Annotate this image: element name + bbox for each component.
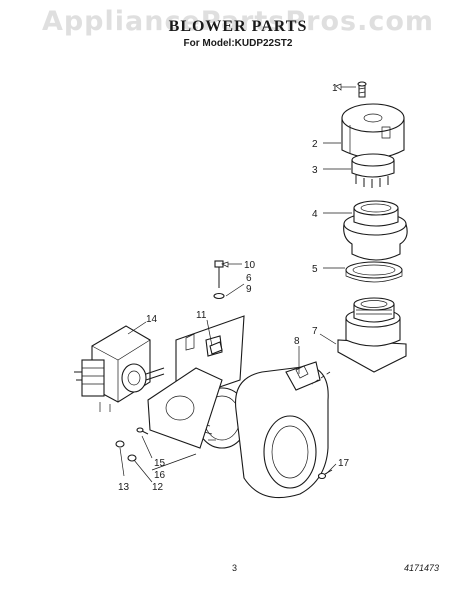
part-7-base-housing[interactable]	[337, 297, 407, 373]
leader-lines	[119, 83, 356, 483]
callout-6: 6	[246, 273, 252, 284]
callout-15: 15	[154, 458, 166, 469]
part-15-screw[interactable]	[136, 427, 149, 435]
part-9-washer[interactable]	[213, 292, 225, 300]
page-title: BLOWER PARTS	[168, 18, 308, 35]
page-number: 3	[232, 563, 238, 573]
callout-12: 12	[152, 482, 164, 493]
callout-4: 4	[312, 209, 318, 220]
part-17-screw[interactable]	[317, 469, 333, 480]
part-3-contact-ring[interactable]	[351, 153, 395, 188]
callout-2: 2	[312, 139, 318, 150]
part-1-screw[interactable]	[357, 81, 367, 98]
callout-16: 16	[154, 470, 166, 481]
callout-7: 7	[312, 326, 318, 337]
document-number: 4171473	[404, 563, 440, 573]
part-10-bolt[interactable]	[214, 260, 224, 288]
callout-1: 1	[332, 83, 338, 94]
callout-5: 5	[312, 264, 318, 275]
blower-housing-scroll[interactable]	[234, 361, 329, 499]
part-14-motor[interactable]	[74, 325, 165, 412]
part-5-gasket[interactable]	[345, 261, 403, 283]
callout-17: 17	[338, 458, 350, 469]
assembly-line	[311, 371, 331, 385]
callout-10: 10	[244, 260, 256, 271]
model-subtitle: For Model:KUDP22ST2	[183, 38, 293, 49]
part-4-housing[interactable]	[343, 200, 408, 261]
part-13-washer[interactable]	[115, 440, 125, 448]
watermark: AppliancePartsPros.com	[41, 6, 435, 37]
callout-14: 14	[146, 314, 158, 325]
callout-11: 11	[196, 310, 207, 321]
callout-8: 8	[294, 336, 300, 347]
callout-13: 13	[118, 482, 130, 493]
part-2-cap[interactable]	[341, 103, 405, 159]
callout-9: 9	[246, 284, 252, 295]
motor-mount-plate[interactable]	[147, 367, 223, 449]
part-12-nut[interactable]	[127, 454, 137, 462]
part-11-clip[interactable]	[209, 341, 223, 355]
callout-3: 3	[312, 165, 318, 176]
